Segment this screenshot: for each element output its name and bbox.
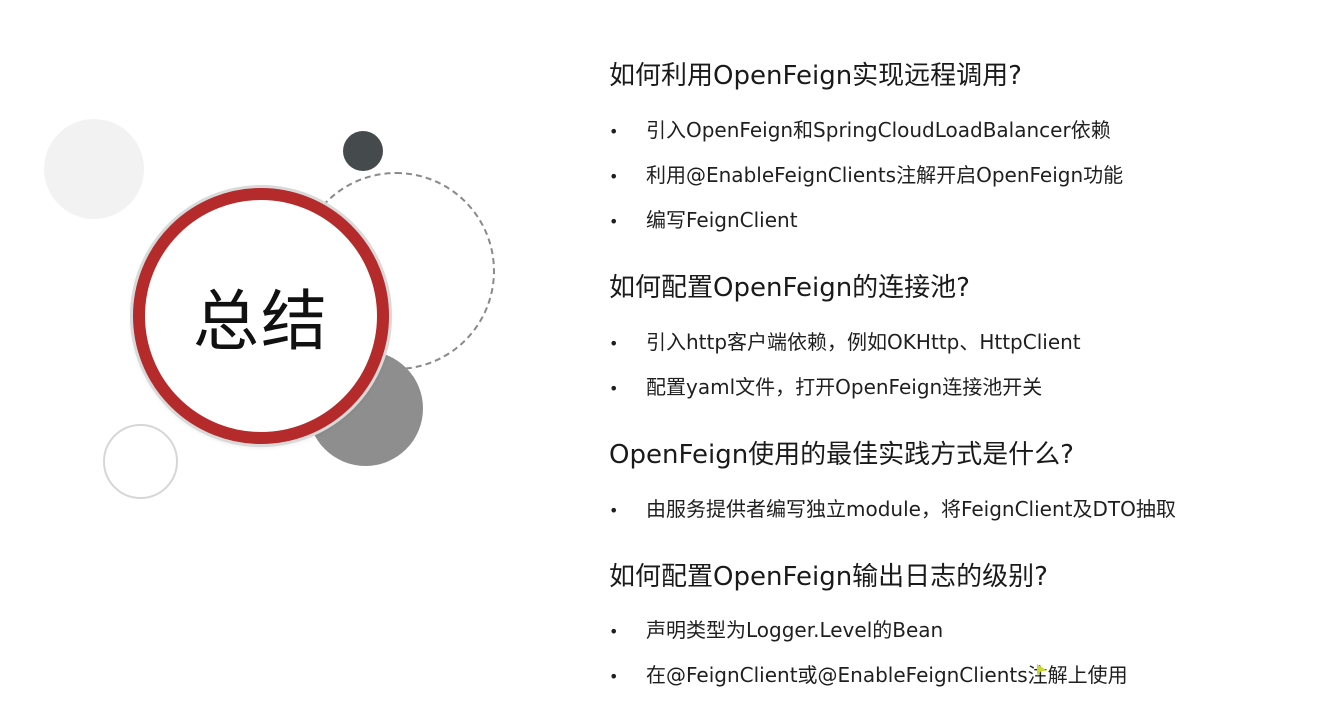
decor-light-circle <box>44 119 144 219</box>
bullet-text: 引入http客户端依赖，例如OKHttp、HttpClient <box>646 330 1081 354</box>
bullet-text: 由服务提供者编写独立module，将FeignClient及DTO抽取 <box>646 497 1176 521</box>
bullet-text: 利用@EnableFeignClients注解开启OpenFeign功能 <box>646 163 1124 187</box>
bullet-item: • 由服务提供者编写独立module，将FeignClient及DTO抽取 <box>609 493 1176 522</box>
section-heading: 如何利用OpenFeign实现远程调用? <box>609 61 1022 91</box>
decor-dark-circle <box>343 131 383 171</box>
section-heading: 如何配置OpenFeign输出日志的级别? <box>609 562 1048 592</box>
bullet-dot: • <box>609 667 619 686</box>
slide-title: 总结 <box>193 283 329 360</box>
bullet-text: 编写FeignClient <box>646 208 798 232</box>
mouse-cursor-icon <box>1037 664 1047 676</box>
bullet-item: • 声明类型为Logger.Level的Bean <box>609 614 943 643</box>
bullet-dot: • <box>609 122 619 141</box>
bullet-item: • 编写FeignClient <box>609 204 798 233</box>
bullet-dot: • <box>609 501 619 520</box>
bullet-text: 在@FeignClient或@EnableFeignClients注解上使用 <box>646 663 1128 687</box>
bullet-dot: • <box>609 212 619 231</box>
bullet-dot: • <box>609 167 619 186</box>
bullet-dot: • <box>609 379 619 398</box>
bullet-item: • 利用@EnableFeignClients注解开启OpenFeign功能 <box>609 159 1123 188</box>
bullet-item: • 在@FeignClient或@EnableFeignClients注解上使用 <box>609 659 1128 688</box>
decor-outline-circle <box>103 424 178 499</box>
section-heading: OpenFeign使用的最佳实践方式是什么? <box>609 440 1074 470</box>
title-ring: 总结 <box>133 188 389 444</box>
bullet-item: • 引入OpenFeign和SpringCloudLoadBalancer依赖 <box>609 114 1111 143</box>
section-heading: 如何配置OpenFeign的连接池? <box>609 273 970 303</box>
bullet-text: 声明类型为Logger.Level的Bean <box>646 618 944 642</box>
bullet-dot: • <box>609 622 619 641</box>
bullet-item: • 配置yaml文件，打开OpenFeign连接池开关 <box>609 371 1042 400</box>
bullet-dot: • <box>609 334 619 353</box>
bullet-text: 引入OpenFeign和SpringCloudLoadBalancer依赖 <box>646 118 1111 142</box>
bullet-item: • 引入http客户端依赖，例如OKHttp、HttpClient <box>609 326 1081 355</box>
bullet-text: 配置yaml文件，打开OpenFeign连接池开关 <box>646 375 1043 399</box>
